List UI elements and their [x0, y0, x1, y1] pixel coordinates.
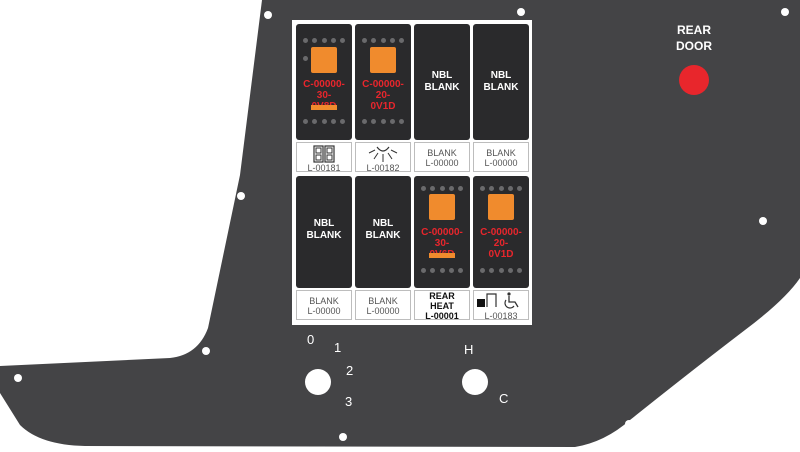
- mounting-hole: [202, 347, 210, 355]
- rocker-legend-top-2: L-00182: [355, 142, 411, 173]
- indicator-dots: [362, 38, 404, 44]
- legend-part-number: L-00000: [425, 158, 459, 168]
- temperature-knob-hole[interactable]: [462, 369, 488, 395]
- rocker-switch-bottom-3[interactable]: C-00000-30- 0V6D: [414, 176, 470, 288]
- rocker-legend-bottom-4: L-00183: [473, 290, 529, 321]
- legend-part-number: L-00000: [484, 158, 518, 168]
- rear-door-button[interactable]: [679, 65, 709, 95]
- rocker-switch-top-3[interactable]: NBL BLANK: [414, 24, 470, 140]
- mounting-hole: [517, 8, 525, 16]
- rocker-switch-bottom-1[interactable]: NBL BLANK: [296, 176, 352, 288]
- mounting-hole: [264, 11, 272, 19]
- indicator-dots: [362, 119, 404, 125]
- legend-name: BLANK: [427, 148, 457, 158]
- twin-rocker-icon: [313, 145, 335, 163]
- legend-part-number: L-00181: [307, 163, 341, 173]
- mounting-hole: [237, 192, 245, 200]
- indicator-lamp: [311, 47, 337, 73]
- rocker-switch-bottom-2[interactable]: NBL BLANK: [355, 176, 411, 288]
- rocker-switch-top-2[interactable]: C-00000-20- 0V1D: [355, 24, 411, 140]
- rocker-switch-top-4[interactable]: NBL BLANK: [473, 24, 529, 140]
- indicator-lamp: [488, 194, 514, 220]
- rocker-legend-bottom-2: BLANK L-00000: [355, 290, 411, 320]
- indicator-dots: [421, 186, 463, 192]
- indicator-bar: [429, 253, 455, 258]
- temp-cold-label: C: [499, 391, 509, 406]
- rear-door-label: REAR DOOR: [676, 23, 712, 53]
- legend-part-number: L-00000: [307, 306, 341, 316]
- fan-position-1: 1: [334, 340, 342, 355]
- door-lock-wheelchair-icon: [477, 292, 519, 309]
- legend-part-number: L-00183: [484, 311, 518, 321]
- blank-label: NBL BLANK: [306, 218, 342, 241]
- indicator-dots: [421, 268, 463, 274]
- indicator-dots: [480, 268, 522, 274]
- mounting-hole: [759, 217, 767, 225]
- rocker-switch-top-1[interactable]: C-00000-30- 0V8D: [296, 24, 352, 140]
- rocker-legend-bottom-1: BLANK L-00000: [296, 290, 352, 320]
- indicator-dots: [303, 56, 315, 62]
- indicator-lamp: [429, 194, 455, 220]
- rocker-legend-bottom-3: REAR HEAT L-00001: [414, 290, 470, 321]
- mounting-hole: [14, 374, 22, 382]
- legend-name: BLANK: [486, 148, 516, 158]
- fan-position-0: 0: [307, 332, 315, 347]
- fan-position-3: 3: [345, 394, 353, 409]
- mounting-hole: [339, 433, 347, 441]
- part-code: C-00000-20- 0V1D: [362, 79, 404, 112]
- fan-position-2: 2: [346, 363, 354, 378]
- rocker-legend-top-3: BLANK L-00000: [414, 142, 470, 172]
- light-rays-icon: [368, 146, 398, 162]
- mounting-hole: [625, 420, 633, 428]
- indicator-dots: [303, 38, 345, 44]
- blank-label: NBL BLANK: [424, 70, 460, 93]
- legend-name: REAR HEAT: [429, 291, 455, 311]
- temp-hot-label: H: [464, 342, 474, 357]
- legend-part-number: L-00001: [425, 311, 459, 321]
- indicator-dots: [303, 119, 345, 125]
- mounting-hole: [781, 8, 789, 16]
- legend-name: BLANK: [309, 296, 339, 306]
- legend-name: BLANK: [368, 296, 398, 306]
- fan-speed-knob-hole[interactable]: [305, 369, 331, 395]
- indicator-dots: [480, 186, 522, 192]
- rocker-switch-bottom-4[interactable]: C-00000-20- 0V1D: [473, 176, 529, 288]
- indicator-lamp: [370, 47, 396, 73]
- rocker-legend-top-1: L-00181: [296, 142, 352, 173]
- part-code: C-00000-20- 0V1D: [480, 227, 522, 260]
- indicator-bar: [311, 105, 337, 110]
- legend-part-number: L-00000: [366, 306, 400, 316]
- legend-part-number: L-00182: [366, 163, 400, 173]
- rocker-legend-top-4: BLANK L-00000: [473, 142, 529, 172]
- blank-label: NBL BLANK: [365, 218, 401, 241]
- blank-label: NBL BLANK: [483, 70, 519, 93]
